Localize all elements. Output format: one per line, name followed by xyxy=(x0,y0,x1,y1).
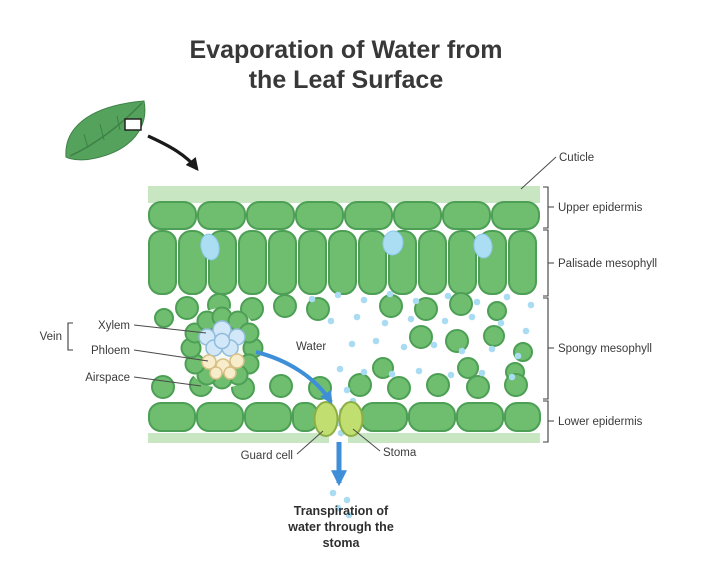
lower-epidermis-bracket xyxy=(543,400,554,443)
guard-cell-pointer-line xyxy=(296,430,324,455)
xylem-pointer-line xyxy=(133,324,207,334)
zoom-arrow-icon xyxy=(147,134,199,172)
spongy-bracket xyxy=(543,297,554,400)
label-palisade-mesophyll: Palisade mesophyll xyxy=(558,258,657,270)
vein-bracket xyxy=(67,322,73,351)
guard-cell-left xyxy=(313,401,339,437)
palisade-bracket xyxy=(543,229,554,297)
label-airspace: Airspace xyxy=(85,372,130,384)
caption-line1: Transpiration of xyxy=(294,504,389,518)
label-lower-epidermis: Lower epidermis xyxy=(558,416,643,428)
palisade-mesophyll-layer xyxy=(148,230,537,295)
leaf-icon xyxy=(65,100,146,161)
label-phloem: Phloem xyxy=(91,345,130,357)
phloem-cells xyxy=(201,353,245,380)
spongy-mesophyll-layer xyxy=(151,292,533,400)
diagram-title-line1: Evaporation of Water from xyxy=(190,36,503,64)
label-cuticle: Cuticle xyxy=(559,152,594,164)
palisade-water-droplets xyxy=(200,230,493,261)
cuticle-pointer-line xyxy=(520,156,557,190)
caption-line2: water through the xyxy=(287,520,394,534)
guard-cells xyxy=(313,401,364,437)
layer-brackets xyxy=(520,156,557,443)
zoom-box-icon xyxy=(124,118,142,131)
diagram-title-line2: the Leaf Surface xyxy=(249,66,444,94)
water-vapor-dots xyxy=(308,290,535,519)
lower-epidermis-row xyxy=(148,402,541,432)
guard-cell-right xyxy=(338,401,364,437)
upper-epidermis-row xyxy=(148,201,540,230)
label-upper-epidermis: Upper epidermis xyxy=(558,202,643,214)
xylem-cells xyxy=(198,320,246,357)
airspace-pointer-line xyxy=(133,376,202,387)
label-stoma: Stoma xyxy=(383,447,417,459)
label-xylem: Xylem xyxy=(98,320,130,332)
label-water: Water xyxy=(296,341,326,353)
lower-band-right xyxy=(348,433,540,443)
water-flow-arrow-icon xyxy=(255,350,333,405)
upper-epidermis-bracket xyxy=(543,186,554,229)
caption-line3: stoma xyxy=(323,536,361,550)
lower-band-left xyxy=(148,433,329,443)
stoma-pointer-line xyxy=(352,428,381,452)
label-spongy-mesophyll: Spongy mesophyll xyxy=(558,343,652,355)
label-guard-cell: Guard cell xyxy=(241,450,293,462)
phloem-pointer-line xyxy=(133,349,209,362)
label-vein: Vein xyxy=(40,331,62,343)
cuticle-band xyxy=(148,186,540,203)
